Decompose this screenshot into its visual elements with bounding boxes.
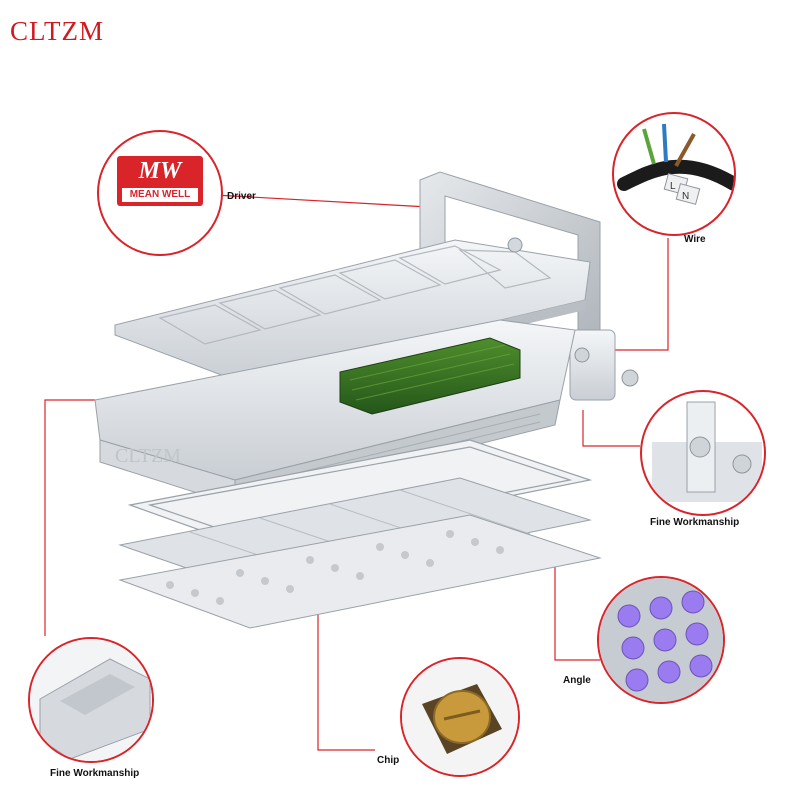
mean-well-logo: MW MEAN WELL: [117, 156, 203, 206]
fine-workmanship-right-label: Fine Workmanship: [650, 517, 740, 528]
led-board-layer: [118, 514, 602, 629]
angle-detail-circle: [597, 576, 725, 704]
chip-label: Chip: [377, 755, 400, 766]
fine-workmanship-left-circle: [28, 637, 154, 763]
mean-well-name: MEAN WELL: [122, 188, 198, 202]
angle-label: Angle: [563, 675, 591, 686]
driver-module: [339, 337, 521, 415]
fine-workmanship-left-label: Fine Workmanship: [50, 768, 140, 779]
wire-tag-l: L: [670, 181, 676, 192]
chip-detail-circle: [400, 657, 520, 777]
brand-logo: CLTZM: [10, 16, 105, 46]
housing-imprint: CLTZM: [115, 445, 181, 467]
driver-label: Driver: [227, 191, 256, 202]
mean-well-mark: MW: [138, 158, 182, 184]
wire-label: Wire: [684, 234, 706, 245]
fine-workmanship-right-circle: [640, 390, 766, 516]
wire-detail-circle: L N: [612, 112, 736, 236]
wire-tag-n: N: [682, 191, 689, 202]
driver-detail-circle: MW MEAN WELL: [97, 130, 223, 256]
